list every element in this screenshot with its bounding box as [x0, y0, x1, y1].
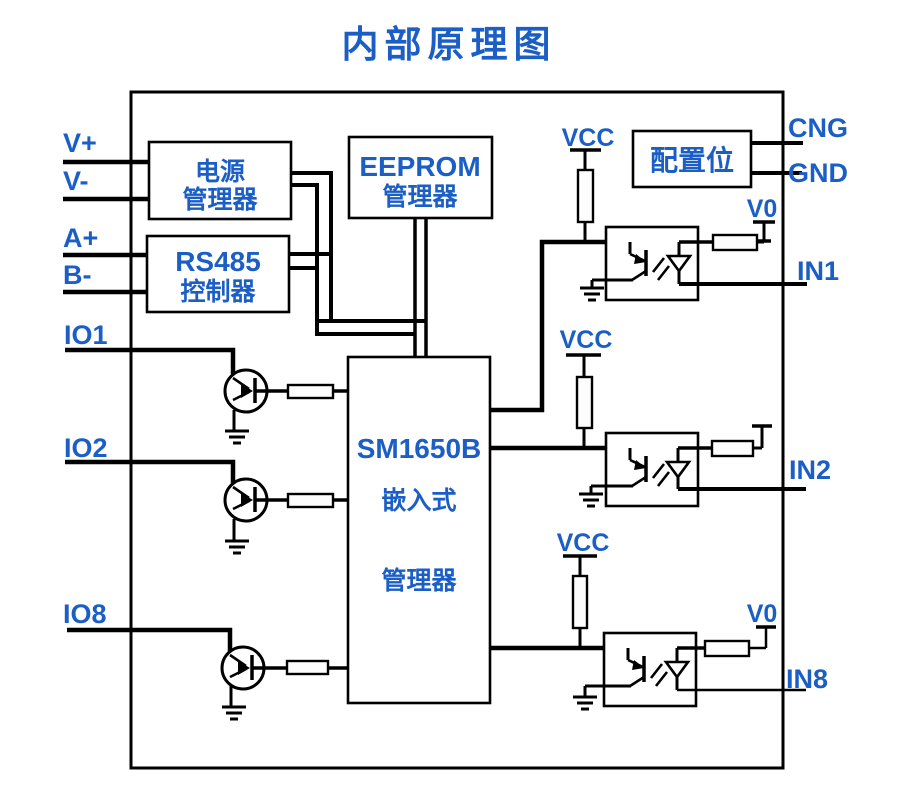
mcu-block	[346, 355, 492, 705]
power-manager-block	[147, 140, 293, 221]
ground-symbol	[222, 686, 246, 721]
eeprom-manager-block	[347, 135, 494, 220]
rs485-block-label-2: 控制器	[180, 278, 256, 306]
mcu-block-label-2: 嵌入式	[381, 487, 456, 515]
io8-transistor-channel	[220, 645, 348, 721]
pin-label-v-plus: V+	[63, 128, 97, 158]
rail-label-vcc-2: VCC	[560, 326, 613, 354]
v0-terminal	[753, 220, 775, 243]
rs485-controller-block	[145, 234, 291, 314]
led-diode-icon	[665, 254, 693, 274]
pin-label-io2: IO2	[64, 433, 108, 463]
io1-transistor-channel	[223, 368, 348, 445]
ground-symbol	[225, 519, 249, 555]
terminal-label-v0-1: V0	[747, 195, 778, 223]
pin-label-io1: IO1	[64, 320, 108, 350]
pin-label-a-plus: A+	[63, 223, 98, 253]
pin-label-v-minus: V-	[63, 166, 89, 196]
pullup-resistor	[571, 574, 589, 630]
io2-transistor-channel	[223, 477, 348, 555]
terminal-label-v0-3: V0	[747, 600, 778, 628]
pin-label-in2: IN2	[789, 455, 831, 485]
resistor	[286, 383, 335, 400]
resistor	[286, 492, 335, 509]
config-bit-block	[631, 129, 753, 189]
in2-opto-channel	[490, 353, 806, 508]
pin-label-in8: IN8	[786, 664, 828, 694]
diagram-title: 内部原理图	[342, 24, 557, 65]
eeprom-block-label-2: 管理器	[382, 182, 458, 211]
config-block-label: 配置位	[650, 144, 734, 176]
ground-symbol	[579, 486, 603, 508]
in8-opto-channel	[490, 554, 806, 711]
in1-opto-channel	[490, 148, 807, 413]
series-resistor	[710, 439, 755, 458]
rs485-block-label-1: RS485	[175, 246, 261, 277]
power-block-label-2: 管理器	[182, 185, 258, 214]
led-diode-icon	[664, 460, 692, 480]
pullup-resistor	[575, 375, 594, 430]
resistor	[285, 659, 330, 676]
ground-symbol	[225, 410, 249, 445]
led-diode-icon	[663, 660, 691, 680]
mcu-block-label-1: SM1650B	[357, 433, 482, 464]
pin-label-io8: IO8	[63, 599, 107, 629]
ground-symbol	[580, 280, 604, 302]
bus-wires	[289, 171, 428, 357]
pin-label-gnd: GND	[788, 158, 848, 188]
series-resistor	[711, 233, 759, 252]
power-block-label-1: 电源	[195, 158, 245, 186]
config-wires	[751, 141, 803, 175]
eeprom-block-label-1: EEPROM	[359, 151, 480, 182]
rail-label-vcc-3: VCC	[557, 529, 610, 557]
pin-label-in1: IN1	[797, 256, 839, 286]
ground-symbol	[573, 686, 597, 711]
pin-label-b-minus: B-	[63, 260, 92, 290]
pin-label-cng: CNG	[788, 113, 848, 143]
pullup-resistor	[576, 168, 595, 224]
series-resistor	[703, 639, 751, 658]
mcu-block-label-3: 管理器	[381, 566, 457, 595]
left-pin-wires	[63, 159, 236, 652]
outer-border	[129, 90, 785, 770]
rail-label-vcc-1: VCC	[562, 124, 615, 152]
